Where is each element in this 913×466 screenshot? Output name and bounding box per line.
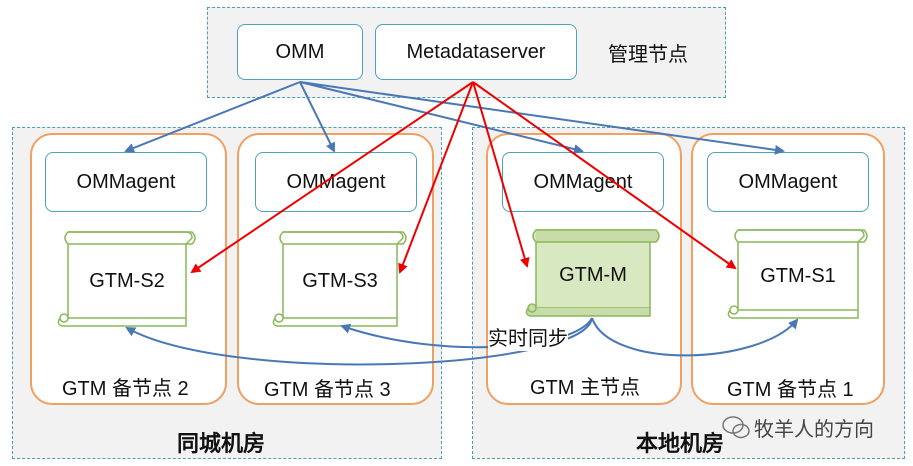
ommagent-box-s1: OMMagent: [707, 152, 869, 212]
ommagent-box-s3: OMMagent: [255, 152, 417, 212]
sync-label: 实时同步: [488, 322, 568, 351]
gtm-s2-label: GTM-S2: [89, 269, 165, 292]
gtm-s1-label: GTM-S1: [760, 264, 836, 287]
omm-box: OMM: [237, 24, 363, 80]
watermark-text: 牧羊人的方向: [754, 419, 874, 441]
management-zone-title: 管理节点: [608, 44, 688, 66]
gtm-s1-node-label: GTM 备节点 1: [727, 379, 854, 401]
gtm-m-label: GTM-M: [559, 263, 627, 286]
local-room-title: 本地机房: [636, 431, 725, 456]
same-city-room-title: 同城机房: [177, 431, 266, 456]
gtm-s2-node-label: GTM 备节点 2: [62, 378, 189, 400]
gtm-s3-node-label: GTM 备节点 3: [264, 379, 391, 401]
metadataserver-box: Metadataserver: [375, 24, 577, 80]
ommagent-box-s2: OMMagent: [45, 152, 207, 212]
ommagent-box-m: OMMagent: [502, 152, 664, 212]
gtm-m-node-label: GTM 主节点: [530, 377, 640, 399]
gtm-s3-label: GTM-S3: [302, 269, 378, 292]
